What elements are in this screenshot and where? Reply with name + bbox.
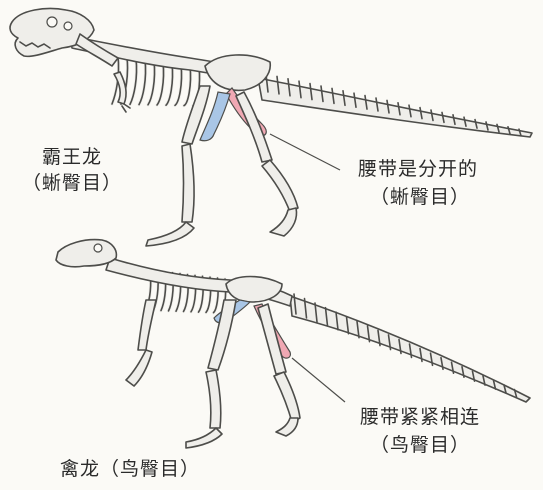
trex-tibia	[182, 144, 194, 222]
iguanodon-hip-note-order: （鸟臀目）	[350, 432, 490, 458]
trex-hip-note-order: （蜥臀目）	[350, 184, 490, 210]
iguanodon-hip-leader	[292, 358, 345, 402]
iguanodon-hip-note: 腰带紧紧相连	[340, 404, 500, 430]
iguanodon-femur	[208, 300, 236, 370]
trex-hip-leader	[270, 134, 340, 170]
tyrannosaurus-skeleton-icon	[10, 9, 532, 247]
iguanodon-skull	[56, 240, 116, 267]
trex-name-label: 霸王龙	[20, 144, 124, 170]
iguanodon-name-label: 禽龙（鸟臀目）	[60, 456, 200, 482]
trex-order-label: （蜥臀目）	[12, 170, 132, 196]
trex-hip-note: 腰带是分开的	[338, 156, 498, 182]
